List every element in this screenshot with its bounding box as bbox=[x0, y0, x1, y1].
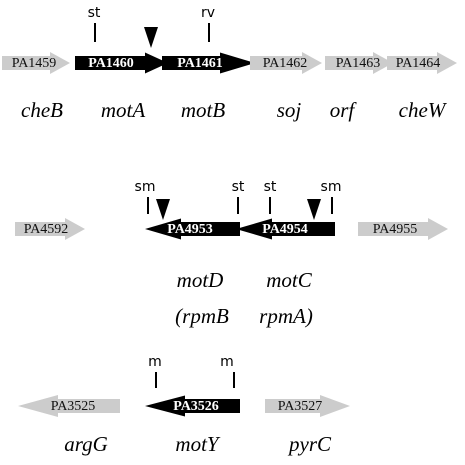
insertion-marker-icon bbox=[144, 27, 158, 48]
restriction-site-label: rv bbox=[201, 5, 215, 21]
gene-arrow-pa3526 bbox=[145, 395, 240, 417]
gene-arrow-pa1460 bbox=[75, 52, 168, 74]
gene-label-pa4955: PA4955 bbox=[373, 222, 418, 237]
restriction-site-label: sm bbox=[135, 179, 156, 195]
restriction-site-label: m bbox=[148, 354, 162, 370]
gene-name: motA bbox=[101, 98, 146, 122]
gene-label-pa1464: PA1464 bbox=[396, 56, 441, 71]
gene-name: cheW bbox=[399, 98, 448, 122]
gene-label-pa3527: PA3527 bbox=[278, 399, 323, 414]
gene-name: motC bbox=[266, 268, 313, 292]
gene-name: pyrC bbox=[287, 432, 332, 456]
gene-label-pa1461: PA1461 bbox=[177, 56, 223, 71]
gene-name-alias: rpmA) bbox=[259, 304, 313, 328]
gene-name: orf bbox=[330, 98, 358, 122]
gene-arrow-pa4954 bbox=[236, 218, 335, 240]
gene-name: motY bbox=[175, 432, 221, 456]
gene-arrow-pa4592 bbox=[15, 218, 85, 240]
restriction-site-label: st bbox=[88, 5, 101, 21]
gene-label-pa1459: PA1459 bbox=[12, 56, 57, 71]
gene-label-pa4953: PA4953 bbox=[167, 222, 213, 237]
gene-name: cheB bbox=[21, 98, 63, 122]
gene-label-pa1462: PA1462 bbox=[263, 56, 308, 71]
gene-arrow-pa3525 bbox=[18, 395, 120, 417]
restriction-site-label: m bbox=[220, 354, 234, 370]
restriction-site-label: sm bbox=[321, 179, 342, 195]
gene-arrow-pa1461 bbox=[162, 52, 255, 74]
restriction-site-label: st bbox=[264, 179, 277, 195]
gene-name: motD bbox=[177, 268, 224, 292]
gene-arrow-pa4955 bbox=[358, 218, 448, 240]
restriction-site-label: st bbox=[232, 179, 245, 195]
gene-arrow-pa4953 bbox=[145, 218, 240, 240]
gene-arrow-pa1464 bbox=[387, 52, 457, 74]
gene-name: soj bbox=[277, 98, 302, 122]
insertion-marker-icon bbox=[156, 199, 170, 220]
gene-arrow-pa1462 bbox=[250, 52, 322, 74]
gene-label-pa1463: PA1463 bbox=[336, 56, 381, 71]
gene-arrow-pa1463 bbox=[325, 52, 393, 74]
insertion-marker-icon bbox=[307, 199, 321, 220]
gene-arrow-pa1459 bbox=[2, 52, 70, 74]
gene-name-alias: (rpmB bbox=[175, 304, 229, 328]
gene-name: motB bbox=[181, 98, 226, 122]
gene-label-pa4592: PA4592 bbox=[24, 222, 69, 237]
gene-label-pa4954: PA4954 bbox=[262, 222, 308, 237]
gene-name: argG bbox=[64, 432, 108, 456]
gene-label-pa3526: PA3526 bbox=[173, 399, 219, 414]
gene-arrow-pa3527 bbox=[265, 395, 350, 417]
gene-label-pa3525: PA3525 bbox=[51, 399, 96, 414]
gene-label-pa1460: PA1460 bbox=[88, 56, 134, 71]
